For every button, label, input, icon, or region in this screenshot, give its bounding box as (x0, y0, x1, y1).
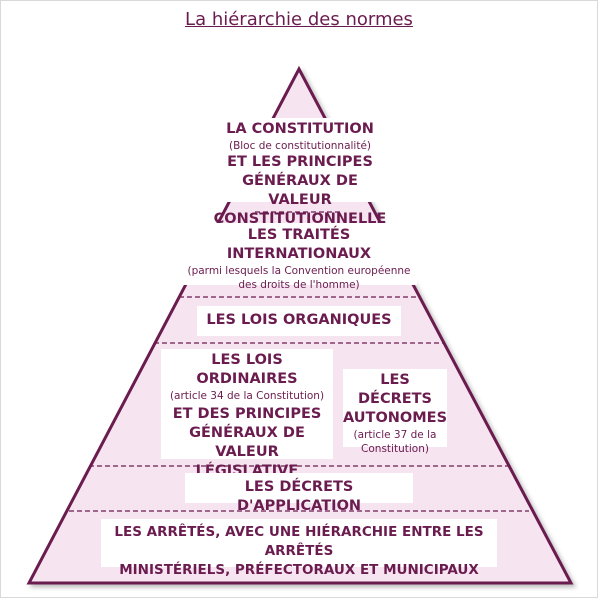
lois-ordinaires-line2: ET DES PRINCIPES (172, 406, 322, 422)
lois-ordinaires-heading: LES LOIS ORDINAIRES (196, 352, 298, 387)
constitution-heading: LA CONSTITUTION (226, 121, 374, 137)
decrets-autonomes-note1: (article 37 de la (353, 429, 437, 441)
traites-heading: LES TRAITÉS INTERNATIONAUX (226, 227, 372, 262)
level-lois-ordinaires: LES LOIS ORDINAIRES (article 34 de la Co… (161, 349, 333, 479)
lois-ordinaires-line3: GÉNÉRAUX DE VALEUR (189, 425, 305, 460)
traites-note2: des droits de l'homme) (238, 279, 360, 291)
lois-organiques-heading: LES LOIS ORGANIQUES (206, 312, 392, 328)
level-decrets-application: LES DÉCRETS D'APPLICATION (185, 473, 413, 514)
decrets-autonomes-note2: Constitution) (361, 443, 429, 455)
traites-note1: (parmi lesquels la Convention européenne (187, 265, 411, 277)
level-constitution: LA CONSTITUTION (Bloc de constitutionnal… (191, 118, 409, 227)
decrets-autonomes-heading2: AUTONOMES (343, 410, 448, 426)
constitution-line2: ET LES PRINCIPES GÉNÉRAUX DE (227, 154, 373, 189)
level-lois-organiques: LES LOIS ORGANIQUES (197, 306, 401, 336)
constitution-note: (Bloc de constitutionnalité) (228, 140, 372, 152)
diagram-title: La hiérarchie des normes (185, 9, 413, 30)
level-arretes: LES ARRÊTÉS, AVEC UNE HIÉRARCHIE ENTRE L… (101, 519, 497, 578)
lois-ordinaires-note: (article 34 de la Constitution) (169, 390, 325, 402)
decrets-application-heading: LES DÉCRETS D'APPLICATION (236, 479, 362, 514)
decrets-autonomes-heading1: LES DÉCRETS (358, 372, 432, 407)
level-decrets-autonomes: LES DÉCRETS AUTONOMES (article 37 de la … (343, 369, 448, 455)
arretes-line2: MINISTÉRIELS, PRÉFECTORAUX ET MUNICIPAUX (119, 562, 479, 578)
arretes-line1: LES ARRÊTÉS, AVEC UNE HIÉRARCHIE ENTRE L… (114, 524, 484, 559)
level-traites: LES TRAITÉS INTERNATIONAUX (parmi lesque… (181, 223, 417, 291)
